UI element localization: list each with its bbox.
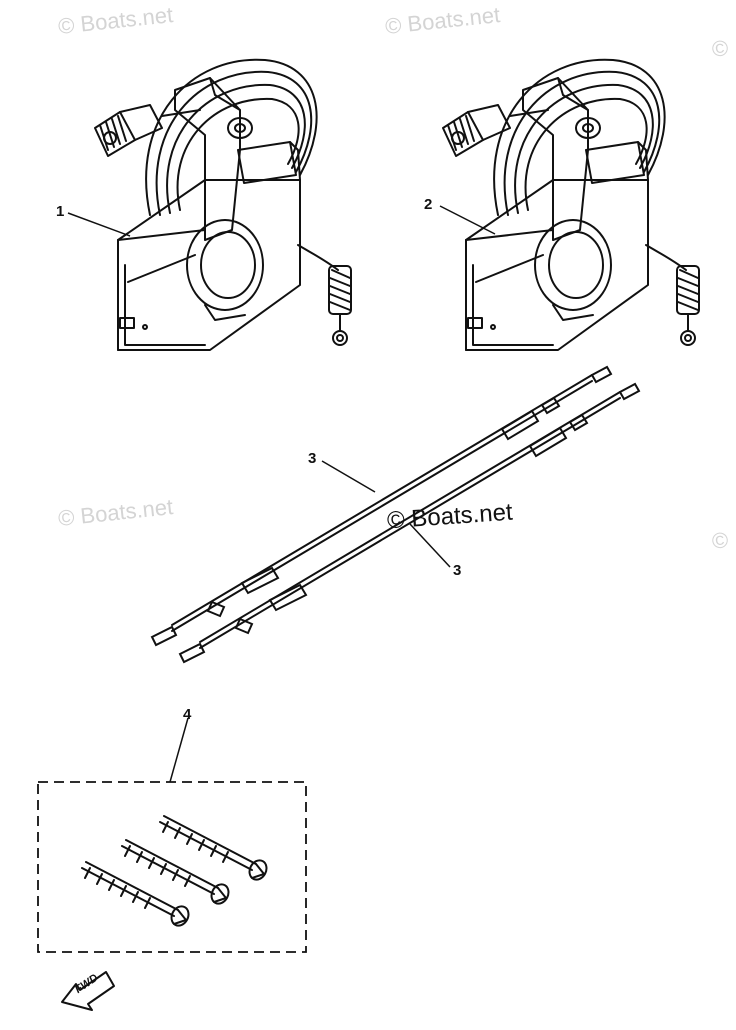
callout-3a: 3 xyxy=(308,450,317,467)
fwd-arrow-icon xyxy=(61,971,115,1011)
callout-4: 4 xyxy=(183,706,192,723)
callout-1: 1 xyxy=(56,203,65,220)
remote-control-box-2 xyxy=(442,58,700,352)
callout-3b: 3 xyxy=(453,562,462,579)
control-cable-a xyxy=(151,366,612,646)
leader-lines xyxy=(67,205,496,783)
bolt-3 xyxy=(81,861,193,930)
bolt-kit-box xyxy=(37,781,307,953)
remote-control-box-1 xyxy=(94,58,352,352)
watermark: © xyxy=(710,527,730,554)
callout-2: 2 xyxy=(424,196,433,213)
watermark: © xyxy=(710,35,730,62)
